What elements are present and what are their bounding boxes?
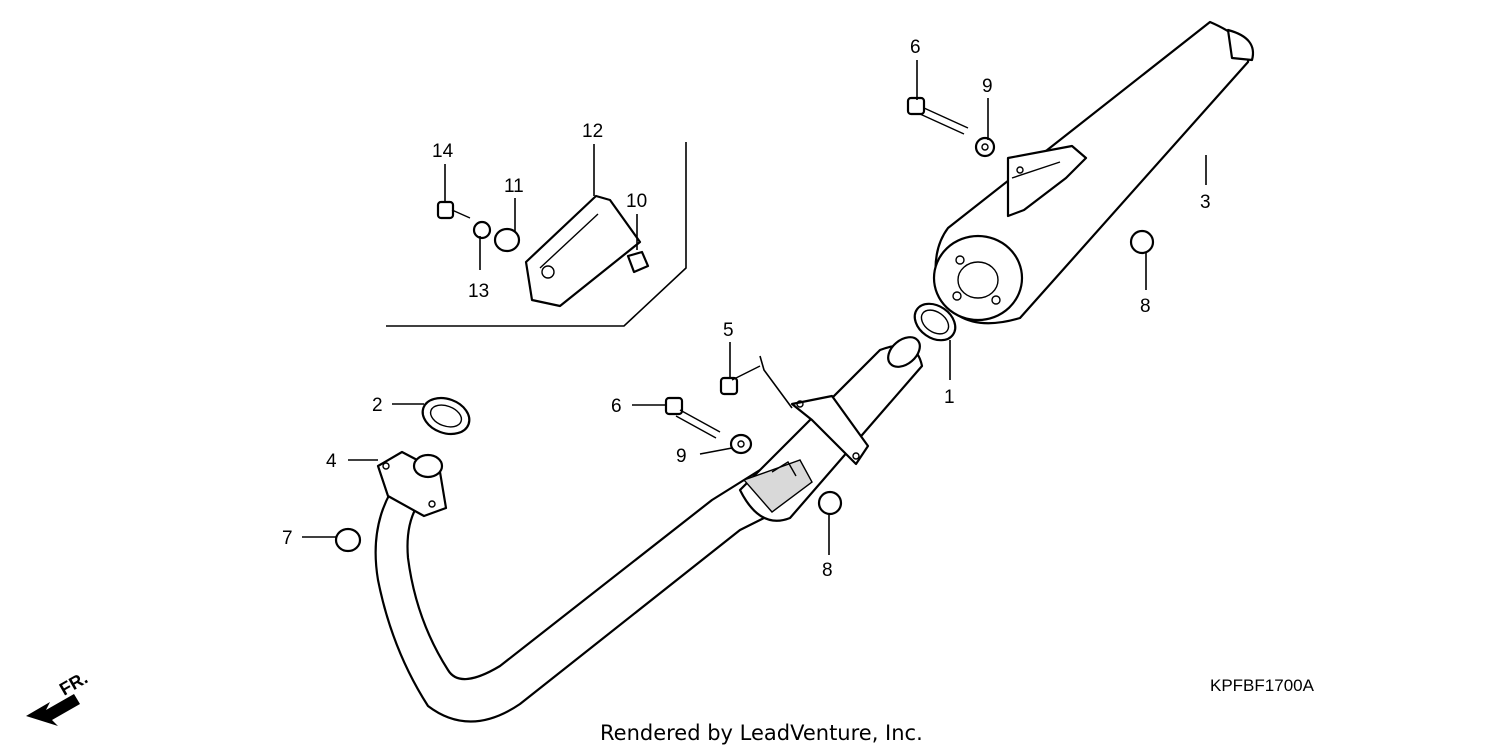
header-gasket bbox=[421, 396, 471, 436]
callout-14: 14 bbox=[432, 141, 454, 162]
callout-labels: 1 2 3 4 5 6 6 7 8 8 9 9 10 11 12 13 14 bbox=[282, 37, 1211, 581]
callout-9-upper: 9 bbox=[982, 76, 993, 97]
callout-6-lower: 6 bbox=[611, 396, 622, 417]
callout-12: 12 bbox=[582, 121, 603, 142]
front-arrow-icon: FR. bbox=[26, 668, 91, 726]
callout-7: 7 bbox=[282, 528, 293, 549]
callout-8-right: 8 bbox=[1140, 296, 1151, 317]
callout-11: 11 bbox=[504, 176, 524, 197]
callout-10: 10 bbox=[626, 191, 647, 212]
callout-6-upper: 6 bbox=[910, 37, 921, 58]
callout-5: 5 bbox=[723, 320, 734, 341]
footer-credit: Rendered by LeadVenture, Inc. bbox=[600, 721, 923, 745]
callout-13: 13 bbox=[468, 281, 489, 302]
callout-1: 1 bbox=[944, 387, 955, 408]
muffler-gasket bbox=[913, 302, 957, 342]
callout-8-lower: 8 bbox=[822, 560, 833, 581]
muffler bbox=[932, 20, 1255, 325]
fasteners bbox=[334, 96, 1155, 553]
exhaust-pipe bbox=[374, 336, 924, 723]
diagram-code: KPFBF1700A bbox=[1210, 676, 1315, 695]
front-label: FR. bbox=[56, 668, 91, 700]
callout-4: 4 bbox=[326, 451, 337, 472]
heat-guard-parts bbox=[436, 194, 650, 308]
callout-3: 3 bbox=[1200, 192, 1211, 213]
callout-9-lower: 9 bbox=[676, 446, 687, 467]
inset-frame bbox=[386, 142, 687, 327]
callout-2: 2 bbox=[372, 395, 383, 416]
leader-lines bbox=[302, 60, 1207, 555]
